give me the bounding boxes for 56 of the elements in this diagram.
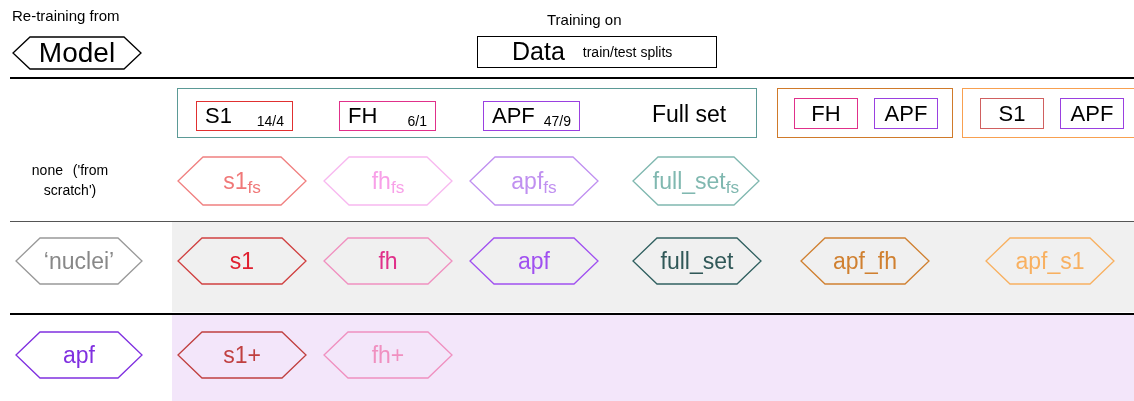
dataset-group-box [777,88,953,138]
model-name: full_set [660,250,734,272]
model-name: apf_fh [833,250,897,272]
model-name: apf [518,250,550,272]
model-hexagon [177,331,307,379]
model-name: fh+ [371,344,405,366]
heading-label: Training on [547,11,622,29]
model-hexagon [177,156,307,206]
model-hexagon [323,237,453,285]
data-subtitle: train/test splits [582,42,673,62]
dataset-box [483,101,580,131]
dataset-name: FH [348,104,378,128]
model-hexagon [323,331,453,379]
dataset-box [339,101,436,131]
model-name: apf_s1 [1015,250,1085,272]
dataset-name: FH [811,101,841,126]
split-count: 47/9 [543,112,571,130]
dataset-name: APF [884,101,928,126]
dataset-box [980,98,1044,129]
split-count: 6/1 [407,112,427,130]
dataset-box [196,101,293,131]
model-name: fh [378,250,398,272]
model-name: fh$_{fs}$ [371,170,405,192]
data-box [477,36,717,68]
dataset-box [794,98,858,129]
dataset-group-box [962,88,1134,138]
model-hexagon [985,237,1115,285]
dataset-label: Full set [652,101,727,127]
heading-label: none ('from scratch') [30,161,110,200]
split-count: 14/4 [256,112,284,130]
dataset-name: S1 [205,104,232,128]
dataset-box [1060,98,1124,129]
model-name: s1$_{fs}$ [223,170,261,192]
model-name: ‘nuclei’ [42,250,116,272]
model-hexagon [469,237,599,285]
model-hexagon [323,156,453,206]
dataset-name: S1 [998,101,1026,126]
model-hexagon [177,237,307,285]
model-name: s1+ [223,344,261,366]
model-hexagon [15,237,143,285]
dataset-name: APF [492,104,535,128]
model-name: s1 [229,250,255,272]
model-hexagon [15,331,143,379]
model-name: apf [63,344,95,366]
model-hexagon [800,237,930,285]
model-hexagon [632,156,760,206]
dataset-name: APF [1070,101,1114,126]
dataset-group-box [177,88,757,138]
data-title: Data [512,36,565,68]
model-name: apf$_{fs}$ [511,170,557,192]
heading-label: Re-training from [12,7,120,25]
model-name: full_set$_{fs}$ [652,170,740,192]
dataset-box [874,98,938,129]
model-name: Model [38,42,116,64]
model-hexagon [469,156,599,206]
model-hexagon [632,237,762,285]
